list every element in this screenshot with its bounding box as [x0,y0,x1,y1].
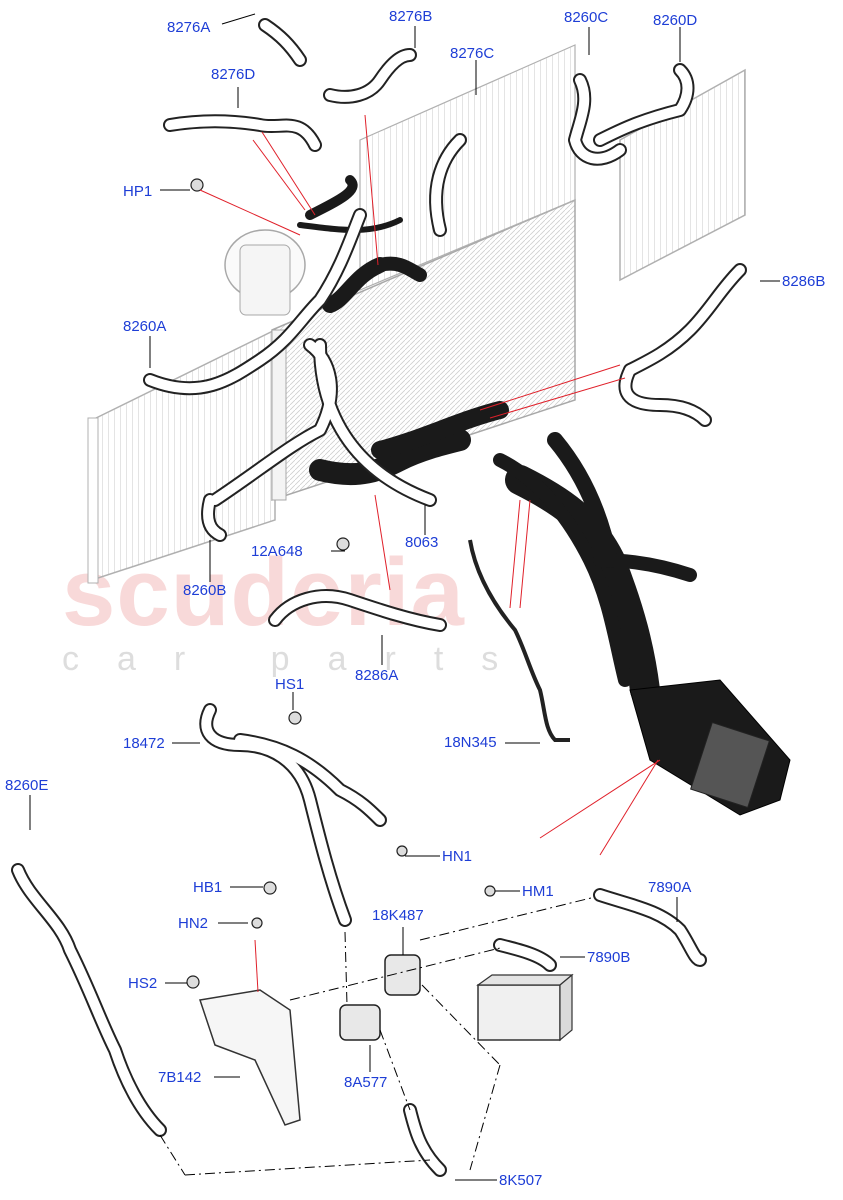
part-label-8276a[interactable]: 8276A [167,19,211,36]
part-label-12a648[interactable]: 12A648 [251,543,303,560]
part-label-8a577[interactable]: 8A577 [344,1074,388,1091]
part-label-8286a[interactable]: 8286A [355,667,399,684]
part-label-7890b[interactable]: 7890B [587,949,631,966]
intercooler-unit [629,679,791,816]
expansion-tank [224,229,306,316]
radiator-main [271,44,576,502]
leader-lines [29,13,780,1181]
part-label-8276b[interactable]: 8276B [389,8,433,25]
part-label-7890a[interactable]: 7890A [648,879,692,896]
red-leader-lines [199,114,661,993]
pipe-18n345 [468,539,570,742]
hose-assembly-black [297,175,697,705]
radiator-left [87,328,276,584]
dash-dot-lines [159,896,596,1176]
part-label-hm1[interactable]: HM1 [522,883,554,900]
part-label-8260c[interactable]: 8260C [564,9,609,26]
part-label-hp1[interactable]: HP1 [123,183,153,200]
part-label-8276c[interactable]: 8276C [450,45,495,62]
part-label-18k487[interactable]: 18K487 [372,907,424,924]
part-label-18472[interactable]: 18472 [123,735,165,752]
part-label-8286b[interactable]: 8286B [782,273,826,290]
watermark-subtitle: car parts [62,640,537,678]
hose-outlined [11,18,747,1177]
part-label-7b142[interactable]: 7B142 [158,1069,202,1086]
thermostat-housing [339,954,421,1041]
part-label-hn1[interactable]: HN1 [442,848,473,865]
oil-cooler [476,973,574,1042]
part-label-hn2[interactable]: HN2 [178,915,209,932]
fasteners [186,178,496,989]
part-label-hb1[interactable]: HB1 [193,879,223,896]
part-label-8260a[interactable]: 8260A [123,318,167,335]
part-label-18n345[interactable]: 18N345 [444,734,497,751]
part-label-8260e[interactable]: 8260E [5,777,49,794]
part-label-8063[interactable]: 8063 [405,534,439,551]
part-label-hs2[interactable]: HS2 [128,975,158,992]
part-label-8276d[interactable]: 8276D [211,66,256,83]
part-label-hs1[interactable]: HS1 [275,676,305,693]
part-label-8260d[interactable]: 8260D [653,12,698,29]
part-label-8k507[interactable]: 8K507 [499,1172,543,1189]
bracket-7b142 [199,989,301,1126]
part-label-8260b[interactable]: 8260B [183,582,227,599]
